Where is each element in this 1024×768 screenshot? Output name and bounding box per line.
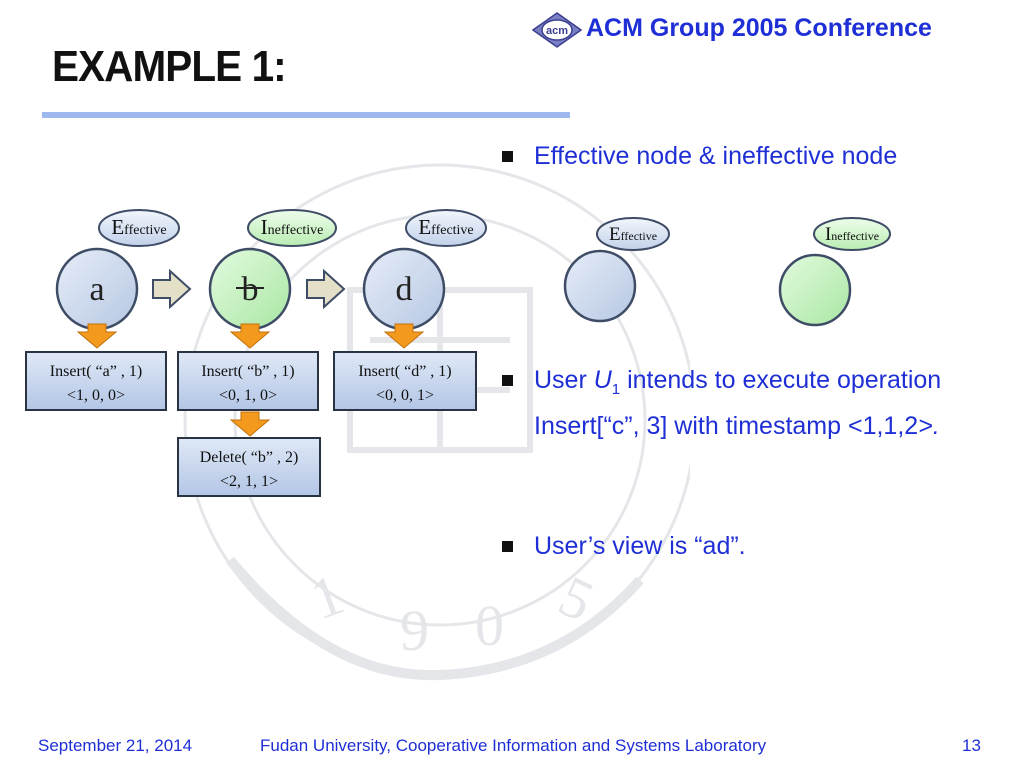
page-number: 13 [962, 736, 981, 755]
right-arrow-icon [152, 268, 192, 310]
bullet-2-text: User U1 intends to execute operation Ins… [534, 362, 1004, 444]
node-d-tag-initial: E [418, 215, 431, 239]
op-a1-line1: Insert( “a” , 1) [50, 363, 142, 380]
university-seal-watermark: 1 9 0 5 [183, 163, 690, 681]
svg-text:Ineffective: Ineffective [825, 224, 879, 245]
bullet-2-sub: 1 [611, 381, 621, 398]
node-a-tag [98, 209, 180, 247]
legend-effective-rest: ffective [621, 229, 657, 243]
legend-ineffective-rest: neffective [831, 229, 879, 243]
down-arrow-icon [76, 323, 118, 349]
op-d1-line2: <0, 0, 1> [376, 387, 434, 404]
op-b1-line1: Insert( “b” , 1) [201, 363, 294, 380]
footer-date: September 21, 2014 [38, 736, 193, 755]
svg-text:Effective: Effective [609, 224, 657, 245]
op-d1-line1: Insert( “d” , 1) [358, 363, 451, 380]
legend-ineffective: Ineffective [778, 217, 891, 327]
node-b-letter: b [242, 271, 259, 308]
op-b2-line1: Delete( “b” , 2) [200, 449, 299, 466]
op-a1-line2: <1, 0, 0> [67, 387, 125, 404]
node-d: Effective d Insert( “d” , 1) <0, 0, 1> [333, 209, 487, 411]
bullet-square-icon [502, 375, 513, 386]
bullet-square-icon [502, 151, 513, 162]
legend-effective-initial: E [609, 224, 621, 245]
svg-text:9: 9 [400, 598, 429, 663]
footer-organization: Fudan University, Cooperative Informatio… [260, 736, 767, 755]
node-b-tag [247, 209, 337, 247]
title-underline [42, 112, 570, 118]
svg-text:Effective: Effective [418, 215, 473, 239]
down-arrow-icon [229, 411, 271, 437]
svg-text:0: 0 [475, 593, 504, 658]
op-box-a1 [25, 351, 167, 411]
node-b-tag-initial: I [261, 215, 268, 239]
node-d-tag-rest: ffective [431, 223, 474, 238]
op-b1-line2: <0, 1, 0> [219, 387, 277, 404]
op-b2-line2: <2, 1, 1> [220, 473, 278, 490]
legend-ineffective-initial: I [825, 224, 831, 245]
acm-logo-text: acm [546, 25, 568, 37]
legend-effective-circle [563, 249, 637, 323]
node-a-tag-rest: ffective [124, 223, 167, 238]
legend-ineffective-tag [813, 217, 891, 251]
node-a-tag-initial: E [111, 215, 124, 239]
right-arrow-icon [306, 268, 346, 310]
acm-logo-icon: acm [532, 12, 582, 48]
legend-effective-tag [596, 217, 670, 251]
op-box-d1 [333, 351, 477, 411]
down-arrow-icon [229, 323, 271, 349]
legend-ineffective-circle [778, 253, 852, 327]
bullet-2-tail: >. [918, 412, 940, 440]
op-box-b1 [177, 351, 319, 411]
bullet-2-post: intends to execute operation Insert[“c”,… [534, 366, 942, 440]
svg-text:Effective: Effective [111, 215, 166, 239]
bullet-2-pre: User [534, 366, 594, 394]
svg-text:Ineffective: Ineffective [261, 215, 324, 239]
op-box-b2 [177, 437, 321, 497]
bullet-square-icon [502, 541, 513, 552]
bullet-3-text: User’s view is “ad”. [534, 532, 746, 560]
node-b-tag-rest: neffective [268, 223, 324, 238]
bullet-1-text: Effective node & ineffective node [534, 142, 898, 170]
legend-effective: Effective [563, 217, 670, 323]
node-a-letter: a [89, 271, 104, 308]
conference-title: ACM Group 2005 Conference [586, 14, 932, 42]
bullet-2-var: U [593, 366, 612, 394]
node-b: Ineffective b Insert( “b” , 1) <0, 1, 0>… [177, 209, 337, 497]
node-d-tag [405, 209, 487, 247]
down-arrow-icon [383, 323, 425, 349]
node-d-letter: d [396, 271, 413, 308]
node-a: Effective a Insert( “a” , 1) <1, 0, 0> [25, 209, 180, 411]
slide-title: EXAMPLE 1: [52, 42, 287, 91]
